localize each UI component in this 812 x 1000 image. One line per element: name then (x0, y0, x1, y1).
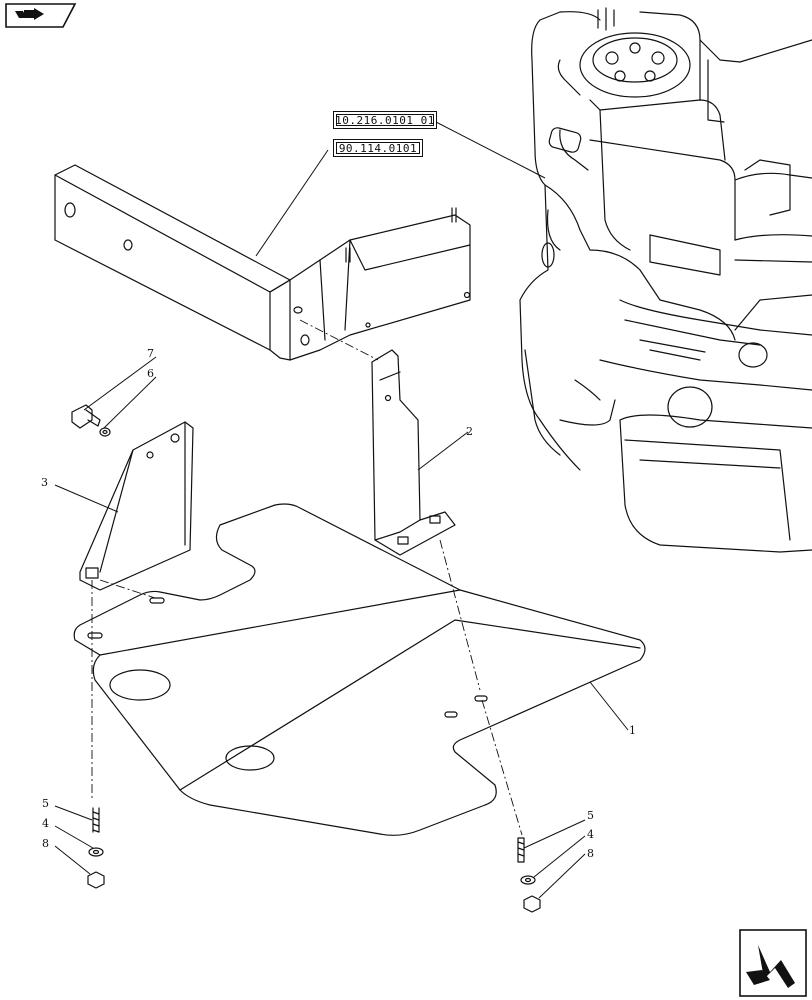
callout-6: 6 (147, 367, 154, 380)
bracket-3 (79, 421, 194, 591)
callout-8-right: 8 (587, 847, 594, 860)
frame-rail (54, 164, 471, 361)
previous-page-icon[interactable] (5, 3, 77, 28)
callout-4-left: 4 (42, 817, 49, 830)
callout-5-right: 5 (587, 809, 594, 822)
alignment-lines (91, 319, 523, 836)
next-page-icon[interactable] (739, 929, 807, 997)
callout-5-left: 5 (42, 797, 49, 810)
fasteners (71, 404, 541, 913)
callout-7: 7 (147, 347, 154, 360)
reference-label: 90.114.0101 (338, 142, 418, 155)
callout-2: 2 (466, 425, 473, 438)
reference-label: 10.216.0101 01 (335, 114, 435, 127)
plate-1 (73, 503, 646, 836)
reference-link-90-114-0101[interactable]: 90.114.0101 (333, 139, 423, 157)
bracket-2 (371, 349, 456, 556)
callout-1: 1 (629, 724, 636, 737)
callout-4-right: 4 (587, 828, 594, 841)
reference-box-inner-border (336, 142, 420, 154)
leader-lines (54, 121, 629, 899)
machine-body (519, 7, 812, 553)
callout-8-left: 8 (42, 837, 49, 850)
callout-3: 3 (41, 476, 48, 489)
reference-link-10-216-0101-01[interactable]: 10.216.0101 01 (333, 111, 437, 129)
reference-box-inner-border (336, 114, 434, 126)
